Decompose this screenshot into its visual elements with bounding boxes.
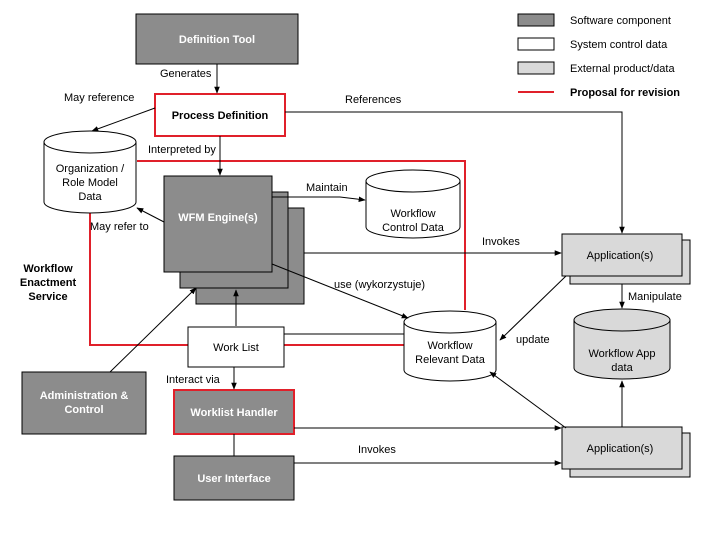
edge-invokes-bottom-label: Invokes <box>358 444 396 456</box>
svg-text:Administration &: Administration & <box>40 390 129 402</box>
legend-swatch-software <box>517 13 555 27</box>
edge-update-label: update <box>516 334 550 346</box>
svg-text:Application(s): Application(s) <box>587 443 654 455</box>
svg-text:Workflow: Workflow <box>390 208 435 220</box>
enactment-service-label: Workflow Enactment Service <box>20 263 77 303</box>
edge-may-reference <box>91 107 156 132</box>
svg-text:data: data <box>611 362 633 374</box>
edge-manipulate-label: Manipulate <box>628 291 682 303</box>
edge-generates-label: Generates <box>160 68 212 80</box>
org-role-model-data: Organization / Role Model Data <box>43 130 137 214</box>
edge-interact-via-label: Interact via <box>166 374 221 386</box>
edge-may-reference-label: May reference <box>64 92 134 104</box>
edge-update <box>499 275 567 341</box>
proposal-outline-top <box>137 160 466 310</box>
svg-text:Role Model: Role Model <box>62 177 118 189</box>
wfm-engine: WFM Engine(s) <box>163 175 305 305</box>
workflow-control-data: Workflow Control Data <box>365 169 461 239</box>
svg-text:WFM Engine(s): WFM Engine(s) <box>178 212 258 224</box>
work-list: Work List <box>187 326 285 368</box>
legend-proposal-label: Proposal for revision <box>570 87 680 99</box>
application-top: Application(s) <box>561 233 691 285</box>
svg-text:Organization /: Organization / <box>56 163 125 175</box>
legend-swatch-external <box>517 61 555 75</box>
worklist-handler: Worklist Handler <box>173 389 295 435</box>
svg-text:Workflow: Workflow <box>23 263 73 275</box>
svg-text:Worklist Handler: Worklist Handler <box>190 407 278 419</box>
workflow-relevant-data: Workflow Relevant Data <box>403 310 497 382</box>
proposal-outline-left <box>89 210 188 346</box>
svg-text:Enactment: Enactment <box>20 277 77 289</box>
edge-interpreted-by-label: Interpreted by <box>148 144 216 156</box>
application-bottom: Application(s) <box>561 426 691 478</box>
edge-may-refer-to-label: May refer to <box>90 221 149 233</box>
svg-text:Workflow: Workflow <box>427 340 472 352</box>
workflow-app-data: Workflow App data <box>573 308 671 380</box>
svg-text:Relevant Data: Relevant Data <box>415 354 486 366</box>
svg-text:Control: Control <box>64 404 103 416</box>
definition-tool: Definition Tool <box>135 13 299 65</box>
svg-text:Workflow App: Workflow App <box>588 348 655 360</box>
legend-swatch-control <box>517 37 555 51</box>
edge-maintain-label: Maintain <box>306 182 348 194</box>
edge-references-label: References <box>345 94 402 106</box>
edge-admin-engine <box>109 287 197 373</box>
edge-use-label: use (wykorzystuje) <box>334 279 425 291</box>
svg-text:Data: Data <box>78 191 102 203</box>
legend-software-label: Software component <box>570 15 671 27</box>
legend-external-label: External product/data <box>570 63 675 75</box>
edge-references <box>285 111 625 234</box>
edge-update-bottom <box>489 371 567 429</box>
svg-text:Control Data: Control Data <box>382 222 445 234</box>
connectors: Generates May reference References Inter… <box>64 64 682 466</box>
legend: Software component System control data E… <box>517 13 680 99</box>
svg-text:Process Definition: Process Definition <box>172 110 269 122</box>
administration-control: Administration & Control <box>21 371 147 435</box>
edge-may-refer-to <box>136 207 165 223</box>
svg-text:Service: Service <box>28 291 67 303</box>
edge-maintain <box>272 196 366 203</box>
edge-use <box>271 263 409 319</box>
svg-text:Definition Tool: Definition Tool <box>179 34 255 46</box>
legend-control-label: System control data <box>570 39 668 51</box>
process-definition: Process Definition <box>154 93 286 137</box>
svg-text:Work List: Work List <box>213 342 259 354</box>
svg-text:User Interface: User Interface <box>197 473 270 485</box>
edge-invokes-top-label: Invokes <box>482 236 520 248</box>
user-interface: User Interface <box>173 455 295 501</box>
svg-text:Application(s): Application(s) <box>587 250 654 262</box>
